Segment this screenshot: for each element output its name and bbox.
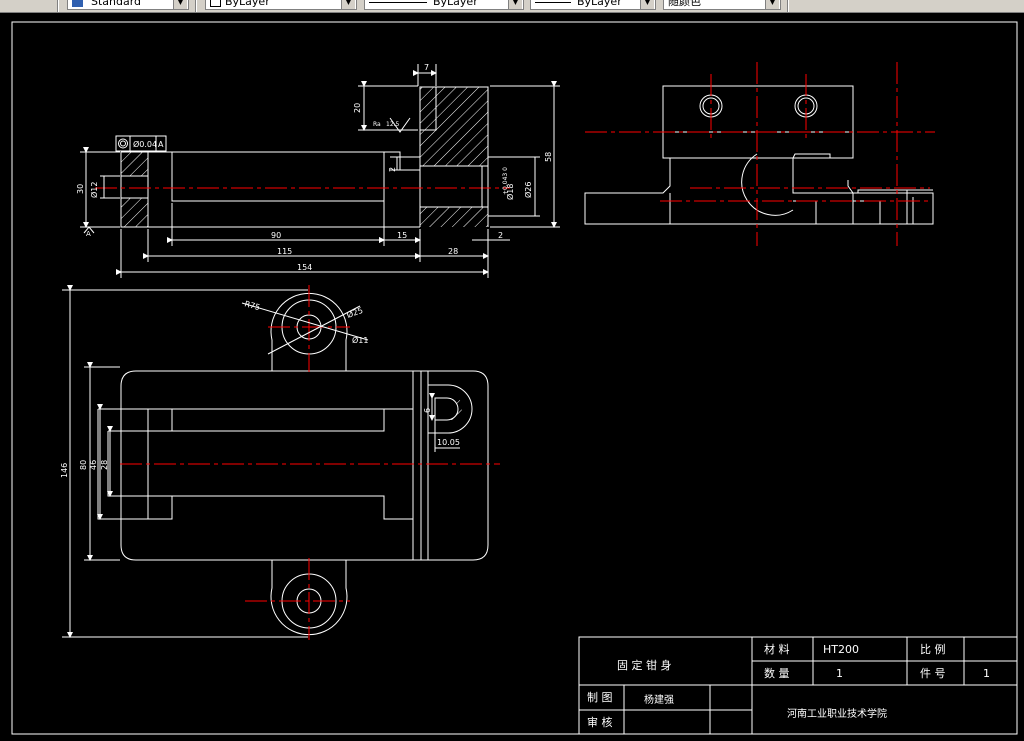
linetype-value: ByLayer [433, 0, 478, 8]
toolbar-separator [57, 0, 59, 12]
dim-text: 146 [60, 463, 69, 478]
tolerance-text: Ø0.04 [133, 139, 157, 149]
dim-text: 7 [424, 63, 429, 72]
dim-text: 28 [100, 460, 109, 470]
drawn-by-label: 制 图 [587, 691, 613, 704]
drafter-name: 杨建强 [644, 693, 674, 706]
drawing-canvas[interactable]: 7 20 58 30 Ø12 2 Ø18 +0.043 0 Ø26 90 15 … [0, 12, 1024, 737]
dim-text: 90 [271, 231, 281, 240]
chevron-down-icon[interactable]: ▼ [640, 0, 654, 9]
dim-text: 2 [498, 231, 503, 240]
dim-text: 15 [397, 231, 407, 240]
front-view-dimensions [80, 64, 560, 278]
top-view-dimension-text: 146 80 46 28 R75 Ø25 Ø11 6 10.05 [60, 299, 460, 478]
dim-text: Ø12 [89, 182, 99, 198]
dim-text: 20 [353, 103, 362, 113]
lineweight-select[interactable]: ByLayer ▼ [530, 0, 656, 10]
text-style-select[interactable]: Standard ▼ [67, 0, 189, 10]
dim-text: 46 [89, 460, 98, 470]
front-view-dimension-text: 7 20 58 30 Ø12 2 Ø18 +0.043 0 Ø26 90 15 … [76, 63, 553, 272]
chevron-down-icon[interactable]: ▼ [508, 0, 522, 9]
dim-text: Ø18 [505, 184, 515, 200]
top-view-dimensions [62, 285, 460, 638]
color-select[interactable]: 随颜色 ▼ [663, 0, 781, 10]
dim-text: Ø25 [345, 305, 364, 320]
side-view [584, 85, 934, 225]
layer-select[interactable]: ByLayer ▼ [205, 0, 357, 10]
lineweight-value: ByLayer [577, 0, 622, 8]
dim-text: 154 [297, 263, 312, 272]
dim-text: 2 [388, 167, 397, 172]
dim-text: +0.043 0 [502, 167, 509, 195]
color-value: 随颜色 [668, 0, 701, 8]
chevron-down-icon[interactable]: ▼ [765, 0, 779, 9]
material-label: 材 料 [764, 642, 790, 656]
section-hatch [447, 398, 462, 420]
title-block [578, 636, 1018, 735]
part-name: 固 定 钳 身 [617, 658, 672, 672]
material-value: HT200 [823, 643, 859, 656]
toolbar-separator [195, 0, 197, 12]
tolerance-text: A [158, 140, 164, 149]
front-section-view [115, 86, 489, 228]
dim-text: 115 [277, 247, 292, 256]
quantity-label: 数 量 [764, 667, 790, 680]
dim-text: 10.05 [437, 438, 460, 447]
checked-by-label: 审 核 [587, 715, 613, 729]
drawing-frame [11, 21, 1018, 735]
layer-value: ByLayer [225, 0, 270, 8]
toolbar-separator [787, 0, 789, 12]
quantity-value: 1 [836, 667, 843, 680]
part-number-label: 件 号 [920, 667, 946, 680]
dim-text: 6 [423, 408, 432, 413]
scale-label: 比 例 [920, 642, 946, 656]
text-style-value: Standard [91, 0, 142, 8]
dim-text: R75 [243, 299, 261, 312]
part-number-value: 1 [983, 667, 990, 680]
dim-text: 28 [448, 247, 458, 256]
dim-text: 80 [79, 460, 88, 470]
chevron-down-icon[interactable]: ▼ [341, 0, 355, 9]
linetype-sample [369, 1, 427, 3]
lineweight-sample [535, 1, 571, 3]
properties-toolbar: Standard ▼ ByLayer ▼ ByLayer ▼ ByLayer ▼… [0, 0, 1024, 13]
dim-text: 58 [544, 152, 553, 162]
text-style-icon [72, 0, 83, 7]
school-name: 河南工业职业技术学院 [787, 707, 887, 720]
top-view-center-lines [120, 285, 500, 640]
dim-text: Ø26 [523, 182, 533, 198]
roughness-text: 12.5 [386, 121, 400, 128]
chevron-down-icon[interactable]: ▼ [173, 0, 187, 9]
linetype-select[interactable]: ByLayer ▼ [364, 0, 524, 10]
dim-text: Ø11 [352, 335, 368, 345]
side-view-center-lines [585, 62, 935, 246]
datum-text: A [86, 230, 91, 238]
layer-color-swatch [210, 0, 221, 7]
cad-drawing[interactable]: 7 20 58 30 Ø12 2 Ø18 +0.043 0 Ø26 90 15 … [0, 12, 1024, 737]
dim-text: 30 [76, 184, 85, 194]
title-block-text: 固 定 钳 身 材 料 HT200 比 例 数 量 1 件 号 1 制 图 杨建… [587, 642, 990, 729]
roughness-text: Ra [373, 121, 381, 128]
